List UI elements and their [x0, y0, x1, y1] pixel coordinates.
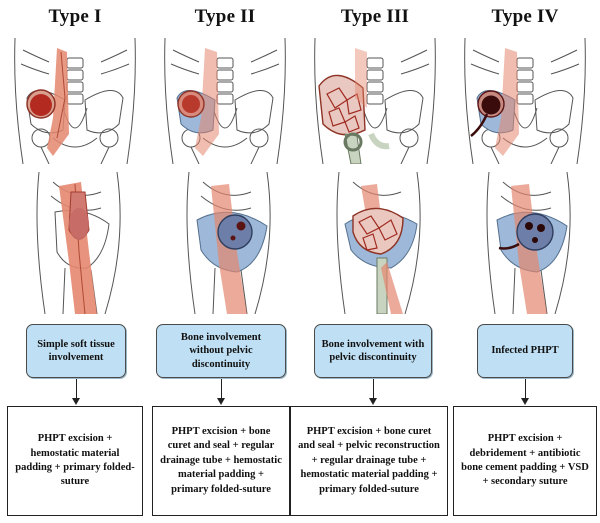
type-ii-title: Type II [194, 6, 256, 27]
type-ii-treatment-box: PHPT excision + bone curet and seal + re… [152, 406, 290, 516]
column-type-iv: Type IV [450, 0, 600, 523]
type-iii-category-box: Bone involvement with pelvic discontinui… [314, 324, 432, 378]
type-i-frontal-illustration [5, 38, 145, 164]
type-iv-category-box: Infected PHPT [477, 324, 573, 378]
type-i-lateral-illustration [5, 172, 145, 314]
type-iv-frontal-illustration [455, 38, 595, 164]
type-iv-treatment-box: PHPT excision + debridement + antibiotic… [453, 406, 597, 516]
type-i-arrow [72, 379, 80, 405]
type-iv-arrow [521, 379, 529, 405]
type-i-category-box: Simple soft tissue involvement [26, 324, 126, 378]
type-ii-arrow [217, 379, 225, 405]
type-iv-lateral-illustration [455, 172, 595, 314]
type-iii-title: Type III [340, 6, 410, 27]
type-iv-title: Type IV [491, 6, 559, 27]
type-i-title: Type I [48, 6, 102, 27]
type-iii-treatment-box: PHPT excision + bone curet and seal + pe… [290, 406, 448, 516]
type-iii-lateral-illustration [305, 172, 445, 314]
type-ii-frontal-illustration [155, 38, 295, 164]
type-ii-category-box: Bone involvement without pelvic disconti… [156, 324, 286, 378]
type-iii-arrow [369, 379, 377, 405]
type-i-treatment-box: PHPT excision + hemostatic material padd… [7, 406, 143, 516]
column-type-iii: Type III [290, 0, 450, 523]
type-ii-lateral-illustration [155, 172, 295, 314]
column-type-i: Type I [0, 0, 150, 523]
type-iii-frontal-illustration [305, 38, 445, 164]
column-type-ii: Type II [150, 0, 300, 523]
